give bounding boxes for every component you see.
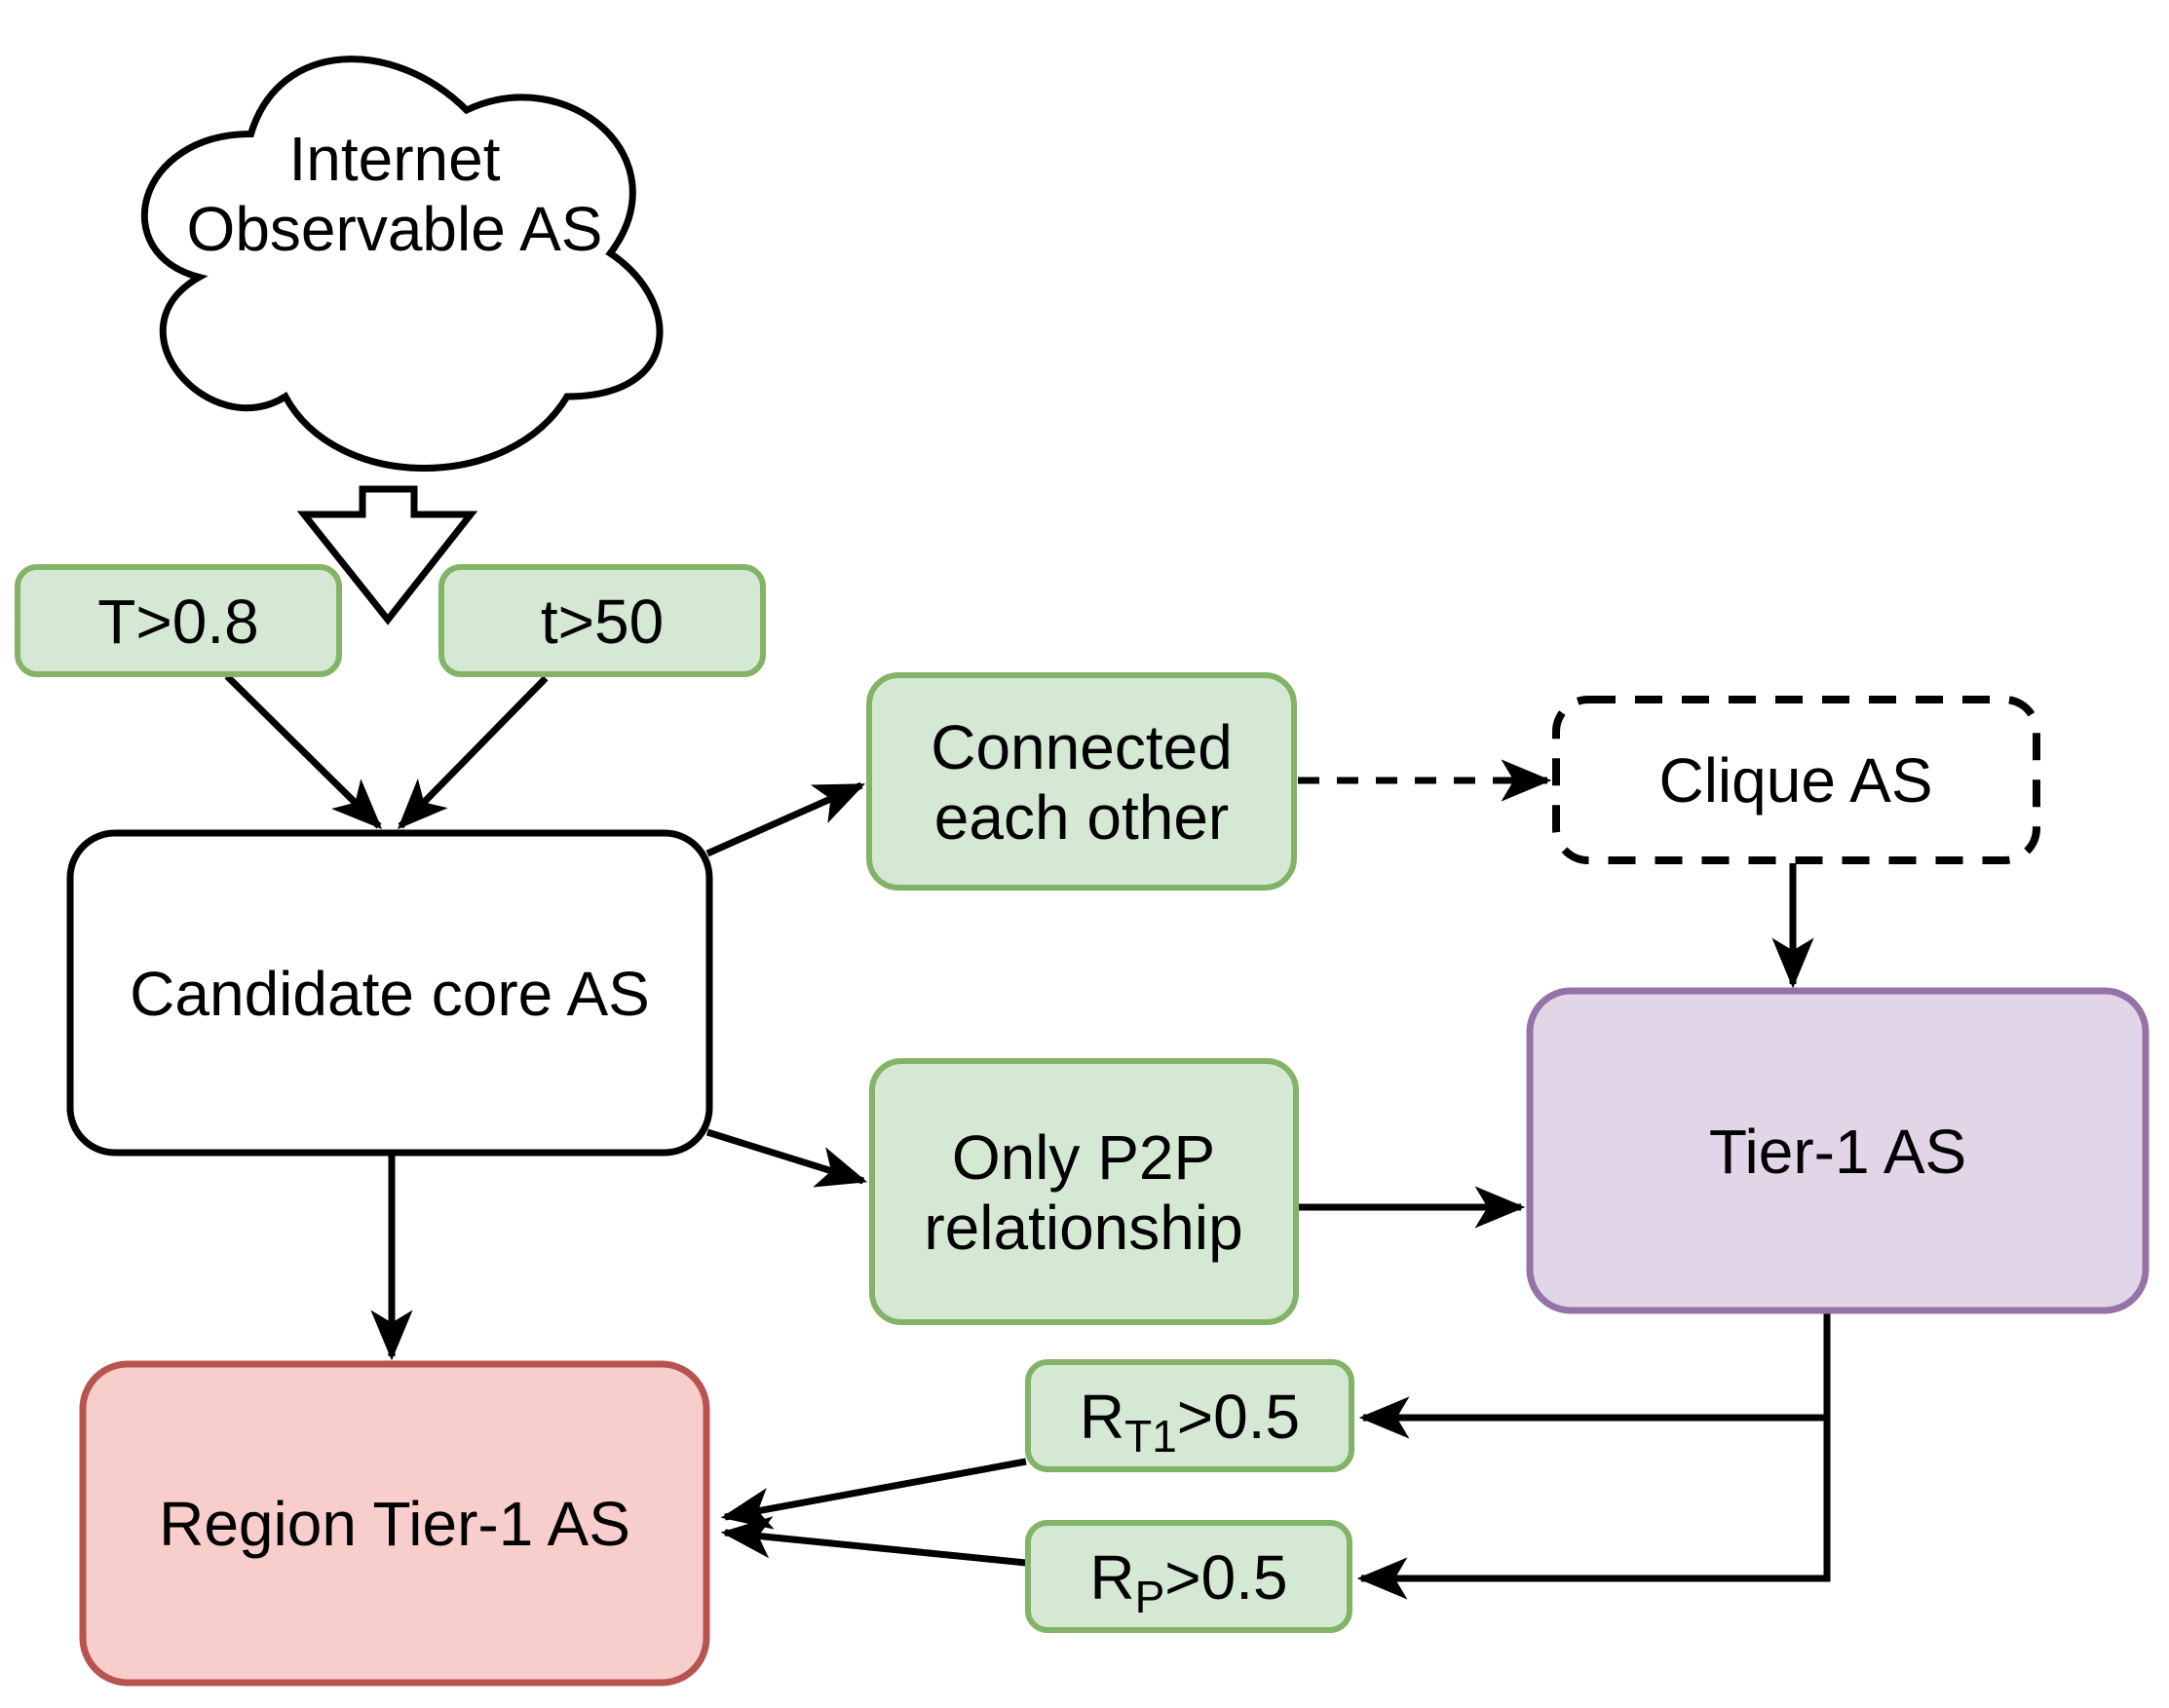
- edge-rt1-to-region: [720, 1458, 1027, 1530]
- rt1-label: RT1>0.5: [1080, 1382, 1300, 1461]
- candidate-label: Candidate core AS: [130, 959, 650, 1029]
- node-region-tier1-as: [79, 1360, 710, 1687]
- connected-label-line1: Connected: [931, 712, 1233, 782]
- node-rp-threshold: [1025, 1520, 1352, 1633]
- edge-candidate-to-p2p: [705, 1128, 868, 1188]
- tier1-label: Tier-1 AS: [1709, 1117, 1966, 1187]
- threshold-t-label: t>50: [541, 587, 664, 657]
- rp-label: RP>0.5: [1089, 1542, 1287, 1622]
- node-tier1-as: [1526, 987, 2150, 1314]
- node-threshold-t: [438, 564, 766, 677]
- p2p-label-line1: Only P2P: [952, 1122, 1215, 1193]
- edge-tier1-to-rp: [1356, 1310, 1831, 1600]
- edge-candidate-to-connected: [705, 781, 865, 857]
- cloud-label-line2: Observable AS: [187, 194, 603, 264]
- connected-label-line2: each other: [934, 782, 1229, 853]
- edge-threshold-T-to-candidate: [224, 673, 383, 830]
- node-internet-observable-as: [140, 56, 664, 472]
- node-clique-as: [1552, 696, 2040, 864]
- block-arrow-cloud-to-candidate: [296, 485, 478, 626]
- node-rt1-threshold: [1025, 1359, 1354, 1472]
- region-label: Region Tier-1 AS: [159, 1489, 630, 1559]
- node-threshold-T: [15, 564, 342, 677]
- p2p-label-line2: relationship: [924, 1193, 1242, 1263]
- edge-threshold-t-to-candidate: [397, 675, 549, 830]
- threshold-T-label: T>0.8: [97, 587, 258, 657]
- cloud-label-line1: Internet: [288, 124, 500, 194]
- node-connected-each-other: [866, 672, 1297, 891]
- edges: [224, 673, 1831, 1600]
- node-candidate-core-as: [66, 829, 713, 1157]
- edge-rp-to-region: [720, 1516, 1027, 1567]
- node-only-p2p: [869, 1058, 1299, 1325]
- clique-label: Clique AS: [1658, 745, 1932, 816]
